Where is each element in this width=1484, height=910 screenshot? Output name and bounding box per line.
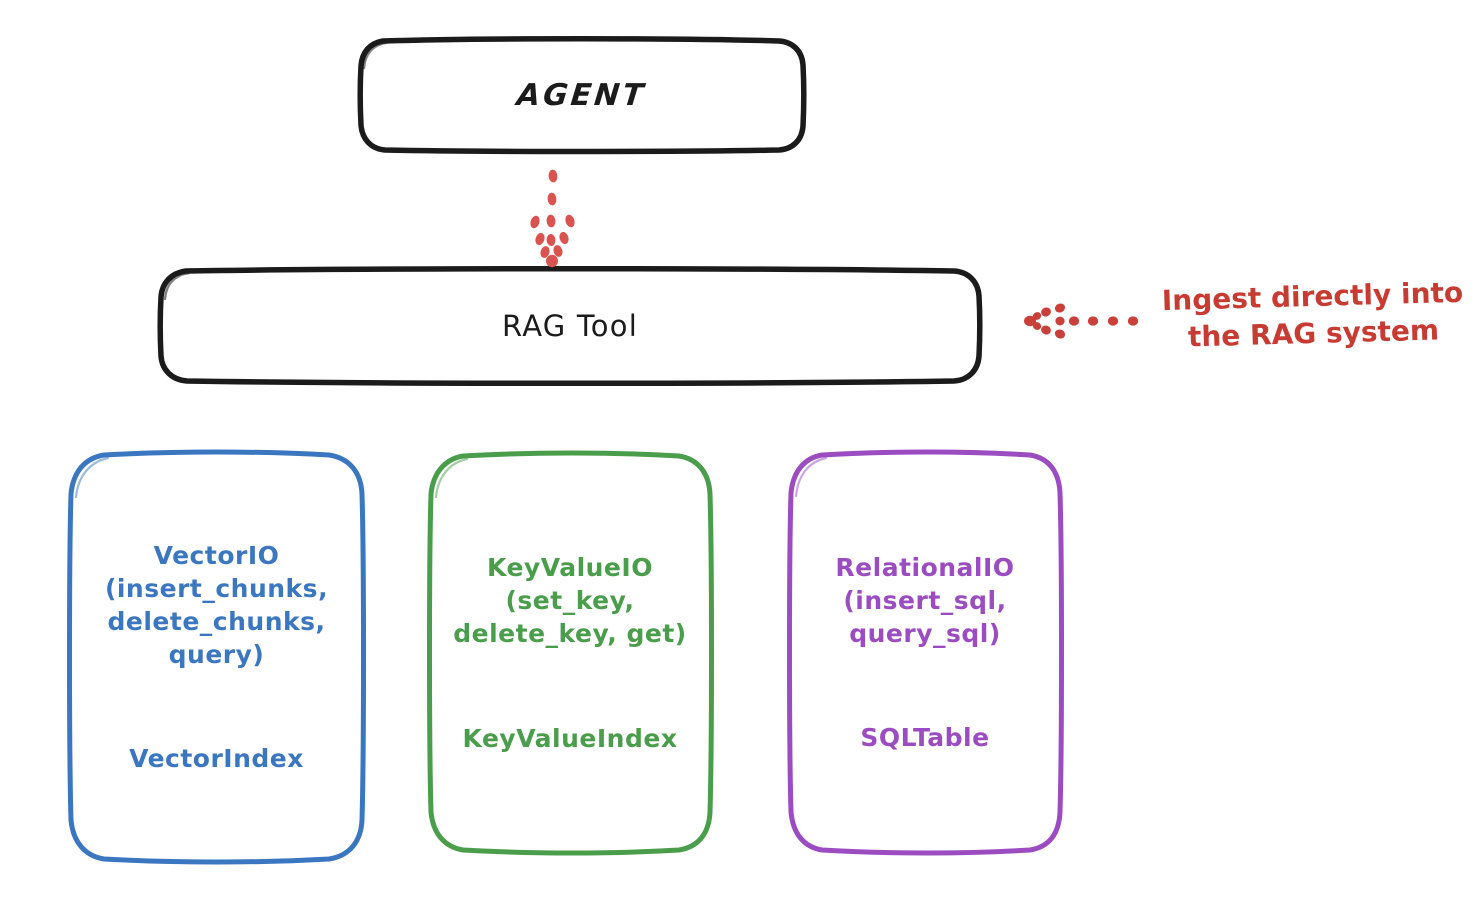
node-rag-tool[interactable]: RAG Tool: [156, 266, 984, 386]
key-value-io-index: KeyValueIndex: [462, 723, 678, 753]
vector-io-methods: VectorIO (insert_chunks, delete_chunks, …: [104, 540, 329, 669]
vector-io-label: VectorIO (insert_chunks, delete_chunks, …: [105, 506, 328, 809]
key-value-io-label: KeyValueIO (set_key, delete_key, get) Ke…: [453, 518, 686, 788]
rag-tool-label: RAG Tool: [502, 308, 638, 343]
relational-io-label: RelationalIO (insert_sql, query_sql) SQL…: [835, 518, 1014, 788]
connector-ingest-to-rag-tool: [1024, 303, 1139, 339]
node-relational-io[interactable]: RelationalIO (insert_sql, query_sql) SQL…: [786, 449, 1064, 856]
node-vector-io[interactable]: VectorIO (insert_chunks, delete_chunks, …: [66, 449, 367, 865]
node-key-value-io[interactable]: KeyValueIO (set_key, delete_key, get) Ke…: [426, 450, 714, 856]
relational-io-table: SQLTable: [860, 723, 990, 753]
vector-io-index: VectorIndex: [129, 744, 304, 774]
connector-agent-to-rag-tool: [530, 169, 575, 268]
annotation-ingest-directly: Ingest directly into the RAG system: [1161, 275, 1464, 354]
node-agent[interactable]: AGENT: [356, 36, 807, 155]
relational-io-methods: RelationalIO (insert_sql, query_sql): [835, 552, 1015, 648]
key-value-io-methods: KeyValueIO (set_key, delete_key, get): [453, 553, 687, 649]
agent-label: AGENT: [515, 77, 648, 113]
